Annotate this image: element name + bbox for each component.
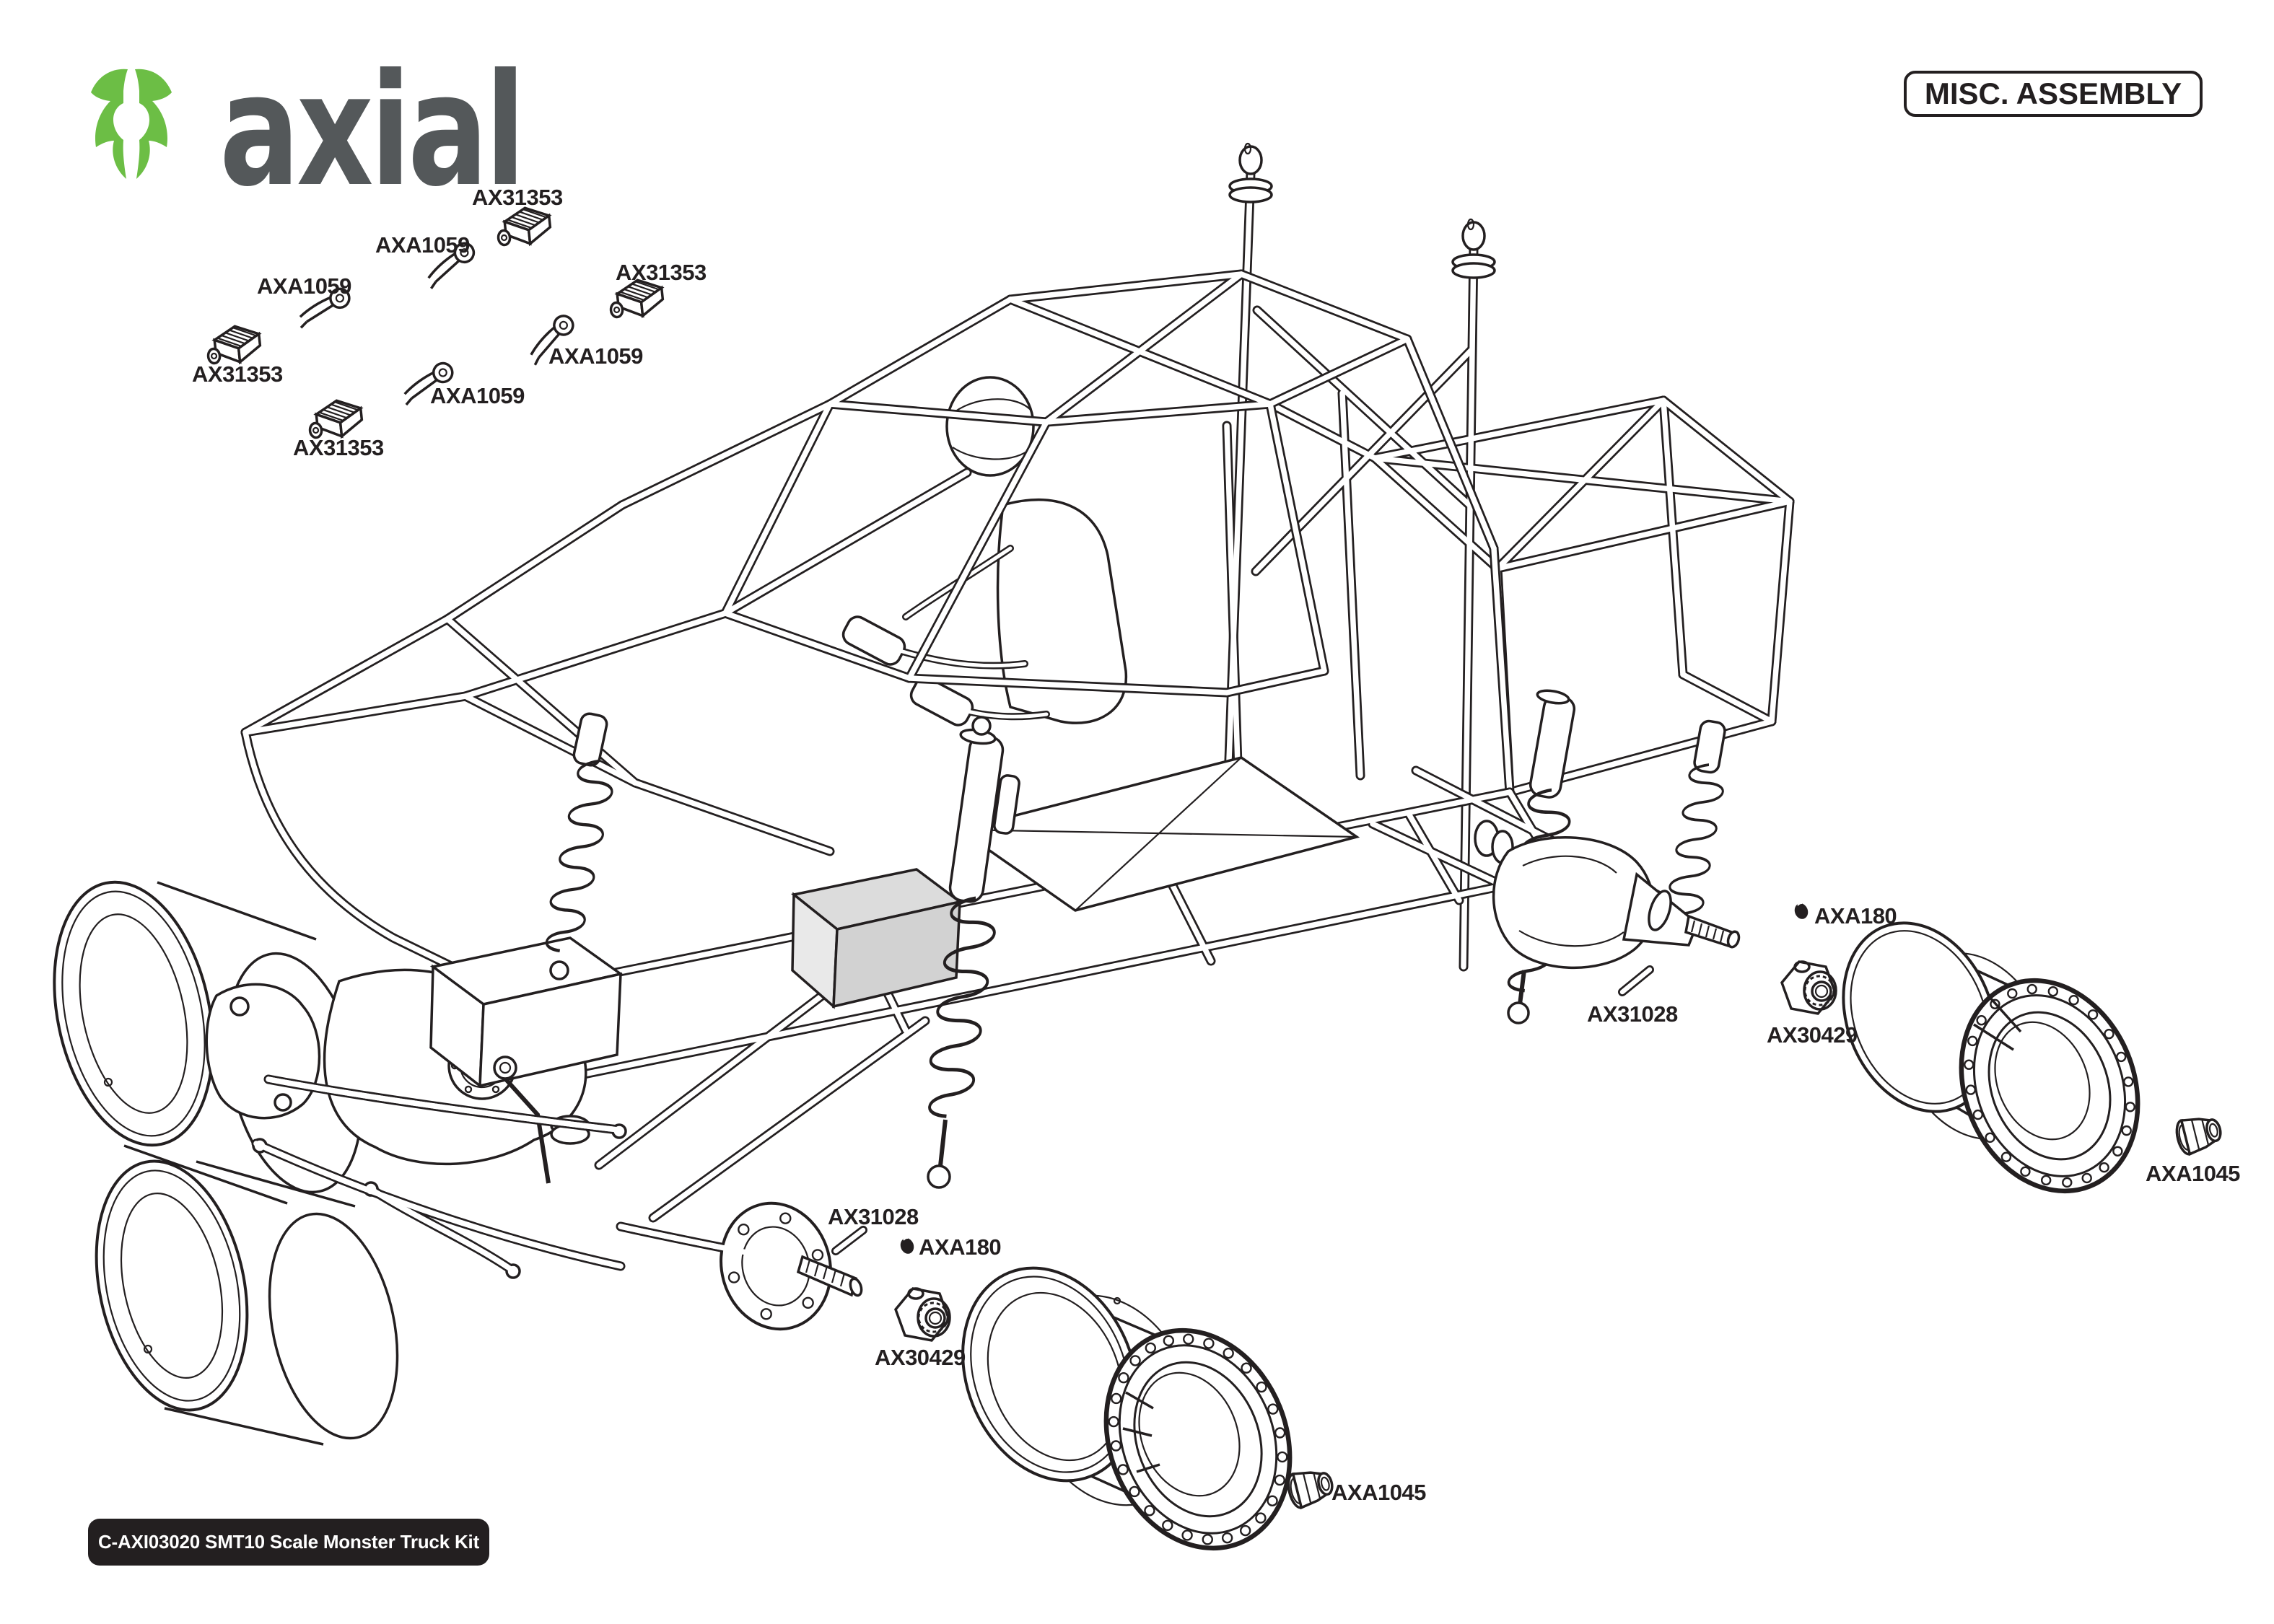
body-clips <box>294 240 584 406</box>
part-label-axa1059-4: AXA1059 <box>430 383 525 408</box>
part-label-axa1059-2: AXA1059 <box>257 273 351 299</box>
part-label-ax31028-rear: AX31028 <box>1587 1001 1678 1027</box>
flange-nut-rear <box>2172 1110 2226 1158</box>
part-label-axa1045-rear: AXA1045 <box>2146 1161 2240 1186</box>
set-screw-rear <box>1794 903 1809 919</box>
chassis-rails <box>504 765 1665 1223</box>
part-label-axa1059-1: AXA1059 <box>375 232 470 258</box>
part-label-ax31353-2: AX31353 <box>616 260 707 285</box>
wheel-rear-left <box>53 880 363 1205</box>
part-label-ax31353-1: AX31353 <box>472 185 563 210</box>
hex-hub-front <box>894 1287 951 1342</box>
part-label-ax30429-rear: AX30429 <box>1767 1022 1858 1048</box>
part-label-axa1059-3: AXA1059 <box>548 343 643 369</box>
body-post-caps <box>1228 142 1496 279</box>
part-label-ax31353-4: AX31353 <box>293 435 384 460</box>
wheel-rim-front <box>961 1266 1293 1551</box>
axial-emblem-icon <box>91 69 172 179</box>
page-title: MISC. ASSEMBLY <box>1904 71 2203 117</box>
hex-hub-rear <box>1780 960 1837 1015</box>
part-label-axa180-rear: AXA180 <box>1814 903 1897 929</box>
electronics-tray <box>790 756 1360 1009</box>
flange-nut-front <box>1284 1464 1337 1511</box>
set-screw-front <box>900 1237 914 1254</box>
part-label-ax31028-front: AX31028 <box>828 1204 919 1229</box>
part-label-ax30429-front: AX30429 <box>875 1345 966 1370</box>
part-label-axa180-front: AXA180 <box>919 1234 1002 1260</box>
front-shocks <box>541 712 1020 1189</box>
front-axle <box>205 936 863 1331</box>
driver-figure <box>841 376 1128 727</box>
rear-axle <box>1474 820 1741 969</box>
part-label-ax31353-3: AX31353 <box>192 361 283 387</box>
part-label-axa1045-front: AXA1045 <box>1331 1480 1426 1505</box>
rear-shocks <box>1503 689 1729 1024</box>
kit-name-badge: C-AXI03020 SMT10 Scale Monster Truck Kit <box>88 1519 489 1566</box>
axial-wordmark: axial <box>219 66 522 196</box>
roll-cage <box>240 269 1515 999</box>
axial-logo: axial <box>91 66 527 196</box>
wheel-front-left <box>95 1159 399 1446</box>
wheel-rim-rear-right <box>1842 921 2140 1194</box>
